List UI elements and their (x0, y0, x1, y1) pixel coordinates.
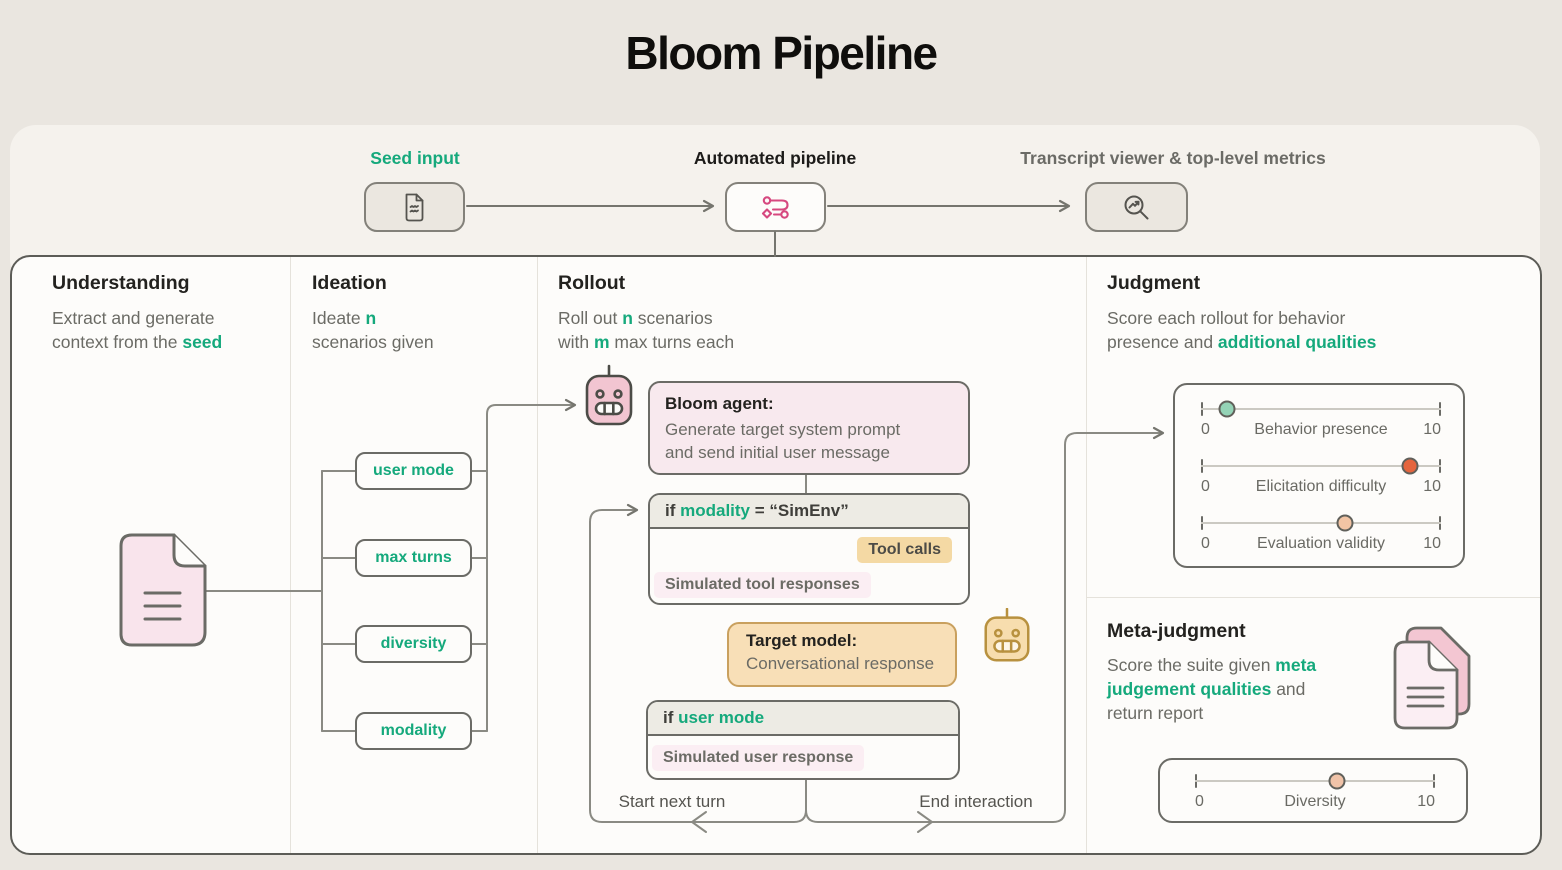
param-box-modality: modality (355, 712, 472, 750)
understanding-desc: Extract and generate context from the se… (52, 308, 223, 352)
if-user-mode-header: if user mode (648, 702, 958, 736)
simulated-tool-responses-chip: Simulated tool responses (654, 572, 871, 598)
slider-label: Evaluation validity (1256, 535, 1386, 552)
slider-min: 0 (1201, 421, 1210, 438)
meta-judgment-title: Meta-judgment (1107, 620, 1246, 642)
param-box-max-turns: max turns (355, 539, 472, 577)
diversity-slider: 0 Diversity 10 (1195, 772, 1435, 822)
slider-track (1201, 514, 1441, 532)
slider-max: 10 (1417, 793, 1435, 810)
target-model-title: Target model: (746, 631, 858, 650)
bloom-agent-title: Bloom agent: (665, 394, 774, 413)
target-model-box: Target model: Conversational response (727, 622, 957, 687)
end-interaction-label: End interaction (919, 792, 1033, 811)
slider-max: 10 (1423, 535, 1441, 552)
elicitation-difficulty-slider: 0 Elicitation difficulty 10 (1201, 457, 1441, 507)
diversity-slider-card: 0 Diversity 10 (1158, 758, 1468, 823)
bloom-agent-body: Generate target system prompt and send i… (665, 420, 901, 462)
simulated-user-response-chip: Simulated user response (652, 745, 865, 771)
ideation-desc: Ideate n scenarios given (312, 308, 434, 352)
if-modality-box: if modality = “SimEnv” Tool calls Simula… (648, 493, 970, 605)
judgment-meta-divider (1087, 597, 1540, 598)
slider-min: 0 (1195, 793, 1204, 810)
slider-label: Diversity (1284, 793, 1346, 810)
slider-handle[interactable] (1328, 772, 1346, 790)
if-modality-header: if modality = “SimEnv” (650, 495, 968, 529)
document-icon (403, 193, 426, 222)
param-box-user-mode: user mode (355, 452, 472, 490)
judgment-desc: Score each rollout for behavior presence… (1107, 308, 1377, 352)
automated-pipeline-node (725, 182, 826, 232)
slider-handle[interactable] (1401, 457, 1419, 475)
seed-input-label: Seed input (370, 148, 460, 168)
rollout-desc: Roll out n scenarios with m max turns ea… (558, 308, 735, 352)
transcript-viewer-label: Transcript viewer & top-level metrics (1020, 148, 1326, 168)
automated-pipeline-label: Automated pipeline (693, 148, 857, 168)
slider-handle[interactable] (1336, 514, 1354, 532)
column-divider (537, 257, 538, 853)
seed-input-node (364, 182, 465, 232)
slider-min: 0 (1201, 535, 1210, 552)
slider-label: Behavior presence (1254, 421, 1388, 438)
transcript-viewer-node (1085, 182, 1188, 232)
judgment-sliders-card: 0 Behavior presence 10 0 Elicitation dif… (1173, 383, 1465, 568)
evaluation-validity-slider: 0 Evaluation validity 10 (1201, 514, 1441, 564)
slider-max: 10 (1423, 478, 1441, 495)
judgment-title: Judgment (1107, 272, 1201, 294)
start-next-turn-label: Start next turn (618, 792, 726, 811)
bloom-robot-icon (585, 364, 633, 432)
pipeline-flow-icon (761, 194, 791, 221)
slider-track (1201, 400, 1441, 418)
column-divider (1086, 257, 1087, 853)
rollout-title: Rollout (558, 272, 626, 294)
seed-document-icon (119, 533, 207, 647)
bloom-agent-box: Bloom agent: Generate target system prom… (648, 381, 970, 475)
slider-track (1195, 772, 1435, 790)
slider-handle[interactable] (1218, 400, 1236, 418)
slider-max: 10 (1423, 421, 1441, 438)
param-box-diversity: diversity (355, 625, 472, 663)
report-documents-icon (1393, 626, 1473, 732)
slider-label: Elicitation difficulty (1255, 478, 1387, 495)
ideation-title: Ideation (312, 272, 387, 294)
column-divider (290, 257, 291, 853)
meta-judgment-desc: Score the suite given meta judgement qua… (1107, 655, 1317, 723)
behavior-presence-slider: 0 Behavior presence 10 (1201, 400, 1441, 450)
tool-calls-chip: Tool calls (857, 537, 952, 563)
magnifier-metrics-icon (1123, 194, 1150, 221)
slider-min: 0 (1201, 478, 1210, 495)
target-robot-icon (983, 608, 1031, 666)
if-user-mode-box: if user mode Simulated user response (646, 700, 960, 780)
page-title: Bloom Pipeline (625, 27, 938, 79)
slider-track (1201, 457, 1441, 475)
understanding-title: Understanding (52, 272, 190, 294)
target-model-body: Conversational response (746, 654, 935, 673)
